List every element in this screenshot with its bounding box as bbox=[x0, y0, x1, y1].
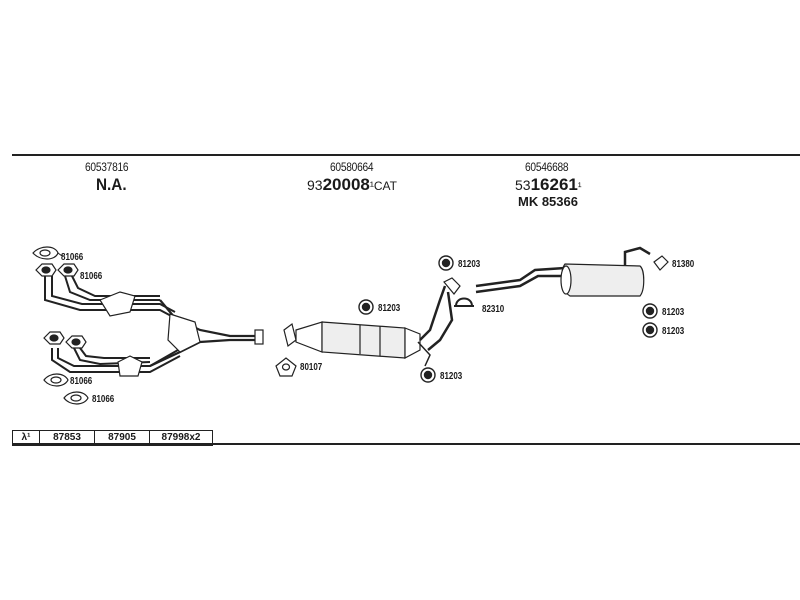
pipe-flange bbox=[254, 329, 264, 345]
y-collector bbox=[167, 313, 201, 353]
group-2-name: 9320008¹CAT bbox=[307, 175, 397, 195]
tailpipe bbox=[623, 246, 651, 266]
part-label: 80107 bbox=[300, 362, 323, 373]
group-1-code: 60537816 bbox=[85, 160, 129, 174]
downpipe-lower-1 bbox=[51, 348, 181, 373]
part-label: 81203 bbox=[440, 371, 463, 382]
group-2-code: 60580664 bbox=[330, 160, 374, 174]
group-2-prefix: 93 bbox=[307, 177, 323, 193]
group-3-code: 60546688 bbox=[525, 160, 569, 174]
rubber-ring-icon bbox=[642, 322, 658, 338]
clamp-icon bbox=[455, 297, 473, 307]
group-3-main: 16261 bbox=[530, 175, 578, 194]
part-label: 81203 bbox=[458, 259, 481, 270]
connector bbox=[443, 277, 461, 295]
rubber-ring-icon bbox=[642, 303, 658, 319]
group-2-main: 20008 bbox=[322, 175, 370, 194]
top-rule bbox=[12, 154, 800, 156]
table-cell: 87905 bbox=[95, 431, 150, 445]
group-3-prefix: 53 bbox=[515, 177, 531, 193]
part-label: 81066 bbox=[80, 271, 103, 282]
hanger-icon bbox=[653, 255, 669, 271]
accessory-table: λ¹ 87853 87905 87998x2 bbox=[12, 430, 213, 446]
rubber-ring-icon bbox=[438, 255, 454, 271]
table-cell: λ¹ bbox=[13, 431, 40, 445]
y-pipe bbox=[149, 338, 255, 367]
group-3-name: 5316261¹ bbox=[515, 175, 582, 195]
rubber-ring-icon bbox=[358, 299, 374, 315]
cat-inlet-flange bbox=[283, 322, 297, 348]
group-1-name: N.A. bbox=[96, 175, 127, 194]
downpipe-upper-1 bbox=[44, 276, 176, 319]
intermediate-pipe bbox=[419, 285, 447, 341]
rear-pipe bbox=[475, 266, 566, 288]
table-cell: 87853 bbox=[40, 431, 95, 445]
table-cell: 87998x2 bbox=[161, 432, 201, 443]
hanger-bracket bbox=[417, 341, 431, 367]
downpipe-lower-4 bbox=[79, 347, 150, 359]
group-2-suffix: ¹CAT bbox=[369, 179, 397, 193]
cat-cone-out bbox=[404, 327, 421, 359]
rear-pipe-b bbox=[475, 274, 565, 294]
gasket-icon bbox=[32, 246, 59, 260]
rubber-ring-icon bbox=[420, 367, 436, 383]
heat-shield bbox=[117, 355, 143, 377]
part-label: 81066 bbox=[92, 394, 115, 405]
heat-shield bbox=[99, 291, 136, 317]
bottom-rule bbox=[12, 443, 800, 445]
group-3-suffix: ¹ bbox=[577, 181, 582, 193]
part-label: 82310 bbox=[482, 304, 505, 315]
cat-cone-in bbox=[295, 321, 323, 353]
part-label: 81066 bbox=[70, 376, 93, 387]
rear-muffler bbox=[561, 263, 645, 297]
part-label: 81066 bbox=[61, 252, 84, 263]
catalytic-converter-body bbox=[321, 321, 406, 359]
part-label: 81203 bbox=[662, 307, 685, 318]
intermediate-pipe-b bbox=[427, 291, 454, 351]
part-label: 81203 bbox=[378, 303, 401, 314]
group-3-kit: MK 85366 bbox=[518, 194, 578, 209]
y-pipe bbox=[159, 299, 255, 338]
part-label: 81380 bbox=[672, 259, 695, 270]
part-label: 81203 bbox=[662, 326, 685, 337]
